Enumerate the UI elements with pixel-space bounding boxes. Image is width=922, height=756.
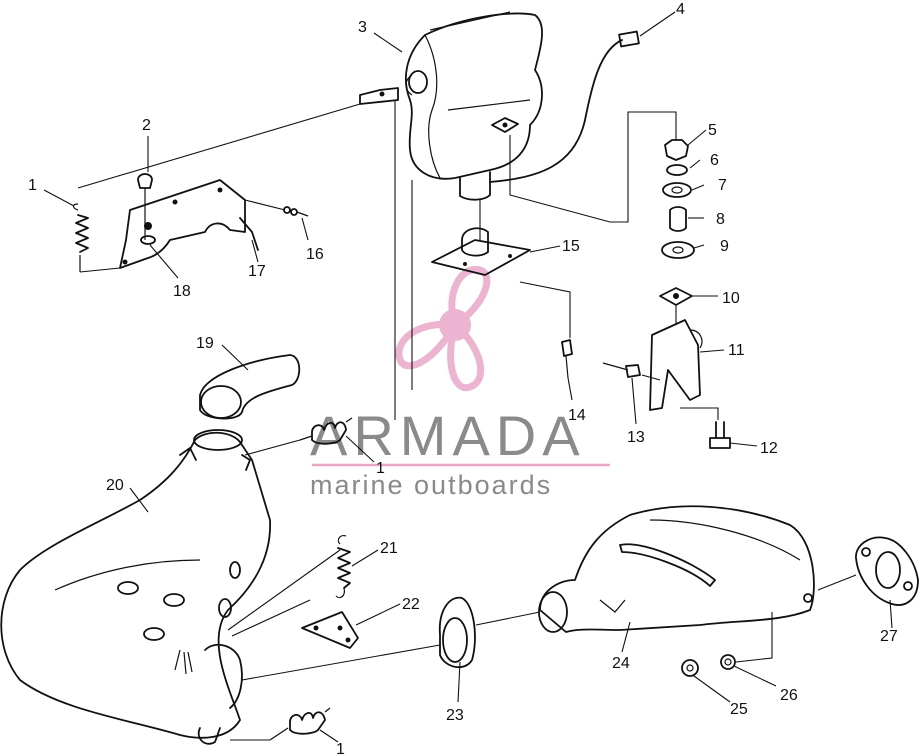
part-silencer xyxy=(359,11,543,201)
part-spring-21 xyxy=(335,535,351,599)
part-coupler-19 xyxy=(199,354,301,420)
callout-21: 21 xyxy=(380,540,398,557)
callout-17: 17 xyxy=(248,263,266,280)
callout-27: 27 xyxy=(880,628,898,645)
callout-7: 7 xyxy=(718,177,727,194)
part-grommet-7 xyxy=(662,182,692,198)
callout-14: 14 xyxy=(568,407,586,424)
part-spring-1b xyxy=(299,417,353,445)
callout-20: 20 xyxy=(106,477,124,494)
callout-3: 3 xyxy=(358,19,367,36)
part-sleeve-8 xyxy=(669,206,687,232)
callout-1-upper: 1 xyxy=(28,177,37,194)
part-bolt-12 xyxy=(709,421,731,449)
part-washer-6 xyxy=(666,164,688,176)
callout-26: 26 xyxy=(780,687,798,704)
callout-24: 24 xyxy=(612,655,630,672)
part-clip-16 xyxy=(283,206,309,217)
part-grommet-9 xyxy=(661,241,695,259)
callout-9: 9 xyxy=(720,238,729,255)
callout-2: 2 xyxy=(142,117,151,134)
part-pin-17 xyxy=(239,217,259,251)
callout-12: 12 xyxy=(760,440,778,457)
assembly-lines xyxy=(77,100,857,741)
callout-1-lower: 1 xyxy=(336,741,345,756)
callout-18: 18 xyxy=(173,283,191,300)
callout-11: 11 xyxy=(728,342,745,359)
part-mount-bracket-18 xyxy=(119,179,246,269)
callout-15: 15 xyxy=(562,238,580,255)
part-nut-5 xyxy=(664,139,689,161)
part-bolt-13 xyxy=(602,362,641,378)
callout-1-middle: 1 xyxy=(376,460,385,477)
part-grommet-2 xyxy=(137,173,156,245)
part-nut-25 xyxy=(681,659,699,677)
callout-5: 5 xyxy=(708,122,717,139)
part-expansion-chamber xyxy=(0,429,271,745)
part-spring-clip-14 xyxy=(561,339,573,379)
part-bracket-11 xyxy=(649,319,703,411)
part-spring-1c xyxy=(269,707,331,741)
part-cone-gasket-23 xyxy=(438,596,476,669)
part-sensor-wire xyxy=(489,30,640,183)
callout-16: 16 xyxy=(306,246,324,263)
callout-8: 8 xyxy=(716,211,725,228)
callout-6: 6 xyxy=(710,152,719,169)
part-silencer-body-24 xyxy=(538,505,815,633)
callout-13: 13 xyxy=(627,429,645,446)
callout-25: 25 xyxy=(730,701,748,718)
callout-labels: 1 2 3 4 5 6 7 8 9 10 11 12 13 14 15 16 1… xyxy=(28,1,898,756)
callout-19: 19 xyxy=(196,335,214,352)
watermark-brand: ARMADA xyxy=(310,404,586,467)
armada-watermark: ARMADA marine outboards xyxy=(310,266,610,500)
part-hardware-stack xyxy=(659,139,695,306)
propeller-icon xyxy=(395,266,491,392)
part-spring-1a xyxy=(72,203,89,272)
callout-23: 23 xyxy=(446,707,464,724)
part-washer-26 xyxy=(720,654,736,670)
part-flange-27 xyxy=(855,536,919,606)
part-bracket-22 xyxy=(301,611,359,649)
callout-pointers xyxy=(43,11,893,743)
part-gasket-plate xyxy=(431,227,531,276)
callout-22: 22 xyxy=(402,596,420,613)
callout-10: 10 xyxy=(722,290,740,307)
watermark-tagline: marine outboards xyxy=(310,470,552,500)
callout-4: 4 xyxy=(676,1,685,18)
